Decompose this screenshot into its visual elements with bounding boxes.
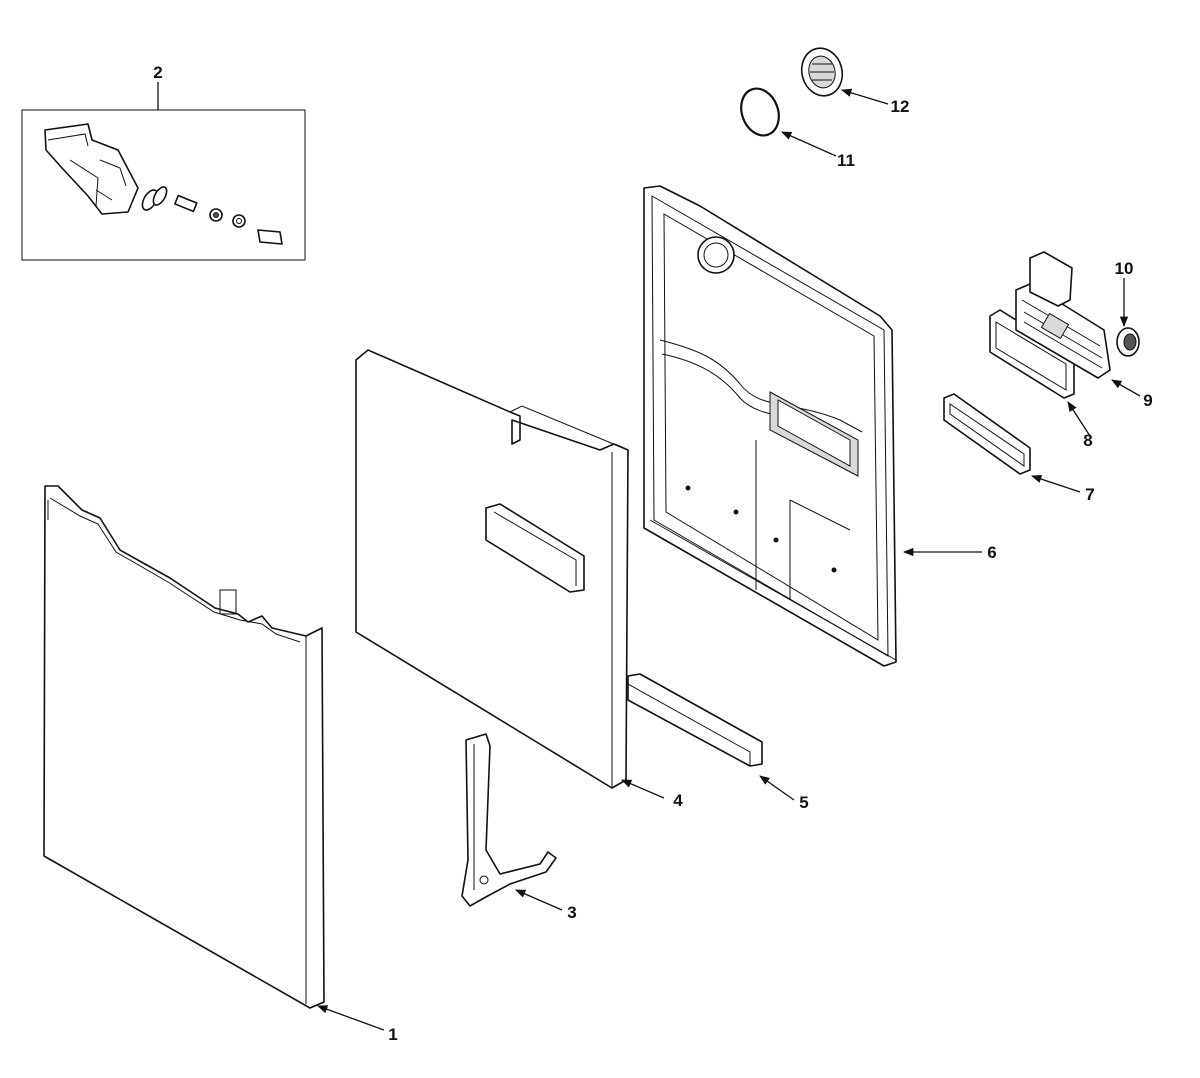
callout-5: 5 — [799, 793, 808, 812]
callout-7: 7 — [1085, 485, 1094, 504]
leader-5 — [759, 775, 795, 801]
leader-3 — [515, 889, 563, 911]
leader-9 — [1111, 379, 1141, 397]
callout-9: 9 — [1143, 391, 1152, 410]
part-1-outer-door-panel — [43, 485, 325, 1009]
part-11-ring — [740, 87, 780, 137]
part-12-vent-cap — [800, 47, 844, 97]
callout-2: 2 — [153, 63, 162, 82]
callout-10: 10 — [1115, 259, 1134, 278]
leader-7 — [1031, 475, 1081, 493]
part-10-knob — [1116, 327, 1140, 357]
leader-1 — [317, 1005, 385, 1031]
callout-labels: 1 2 3 4 5 6 7 8 9 10 11 12 — [153, 63, 1152, 1044]
callout-8: 8 — [1083, 431, 1092, 450]
part-8-dispenser-cover — [989, 309, 1075, 399]
leader-lines — [317, 88, 1141, 1031]
part-4-insulation-panel — [355, 349, 629, 789]
part-5-strip — [627, 673, 763, 767]
callout-3: 3 — [567, 903, 576, 922]
leader-11 — [781, 131, 837, 157]
callout-1: 1 — [388, 1025, 397, 1044]
callout-11: 11 — [837, 151, 855, 170]
part-2-assembly — [21, 82, 306, 261]
leader-12 — [841, 88, 889, 105]
callout-12: 12 — [891, 97, 910, 116]
callout-4: 4 — [673, 791, 683, 810]
part-9-dispenser — [1015, 251, 1111, 379]
part-6-inner-door-liner — [643, 185, 897, 667]
part-7-gasket — [943, 393, 1031, 475]
part-3-bracket — [461, 733, 557, 907]
callout-6: 6 — [987, 543, 996, 562]
leader-8 — [1067, 401, 1091, 437]
leader-4 — [621, 779, 665, 799]
